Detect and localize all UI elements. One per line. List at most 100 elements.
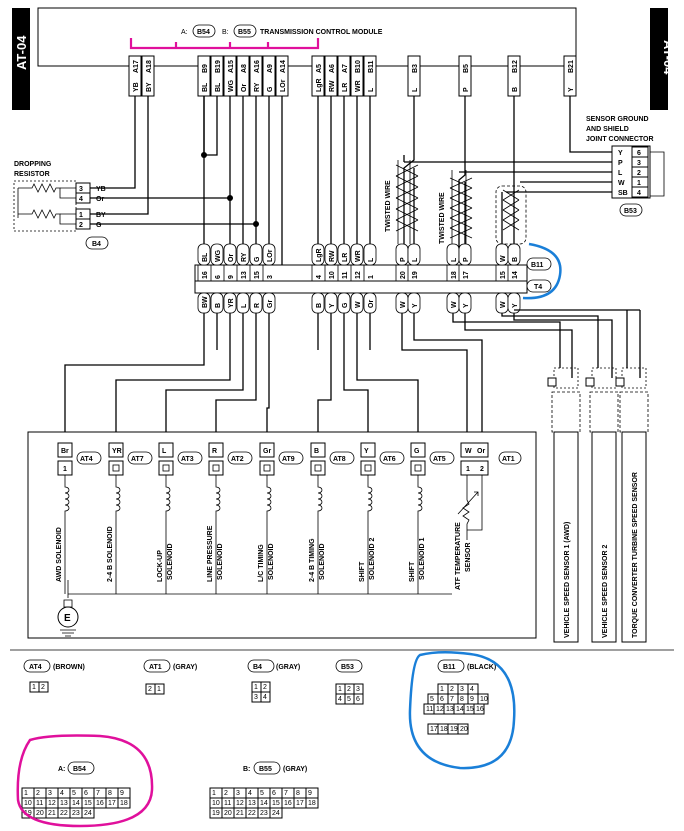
solenoid-pin-marker: [364, 464, 372, 472]
view-b55: B55: [259, 766, 272, 773]
wire-segment: [76, 96, 149, 215]
view-b54-cell-label: 12: [48, 800, 56, 807]
speed-sensor-shield-box: [551, 391, 581, 433]
tcm-pin-color: WR: [355, 80, 362, 92]
svg-text:Or: Or: [477, 448, 485, 455]
view-b54-cell-label: 6: [84, 790, 88, 797]
junction-upper-color-pill: [311, 243, 325, 266]
tcm-pin-a14: A14: [280, 60, 287, 73]
solenoid-connector-pill: [379, 451, 405, 465]
view-b11-cell-label: 12: [436, 706, 444, 713]
solenoid-coil: [115, 475, 121, 594]
junction-upper-pin: 13: [241, 271, 248, 279]
highlight-mark-tcm: [129, 38, 320, 50]
joint-pin-number: 1: [637, 180, 641, 187]
dropping-resistor-label-2: RESISTOR: [14, 171, 50, 178]
solenoid-coil: [367, 475, 373, 594]
tcm-pin-color: YB: [133, 82, 140, 92]
junction-upper-pin: 17: [463, 271, 470, 279]
lower-wires: [64, 309, 641, 443]
junction-lower-color: W: [451, 301, 458, 308]
junction-lower-color: Y: [463, 303, 470, 308]
tcm-pin-color: RW: [329, 80, 336, 92]
view-b55-cell-label: 1: [212, 790, 216, 797]
svg-text:TWISTED WIRE: TWISTED WIRE: [385, 180, 392, 232]
joint-pin-number: 3: [637, 160, 641, 167]
joint-pin-color: W: [618, 180, 625, 187]
svg-text:AT1: AT1: [502, 456, 515, 463]
junction-lower-color: R: [254, 303, 261, 308]
junction-upper-pin: 6: [215, 275, 222, 279]
solenoid-connector-at8: AT8: [333, 456, 346, 463]
junction-lower-color: Or: [368, 300, 375, 308]
view-b11-cell-label: 19: [450, 726, 458, 733]
tcm-pin-b3: B3: [412, 64, 419, 73]
view-b55-cell-label: 18: [308, 800, 316, 807]
joint-pin-color: P: [618, 160, 623, 167]
junction-upper-color-pill: [507, 243, 521, 266]
splice-dot: [253, 221, 259, 227]
solenoid-pin-cell: [108, 460, 124, 476]
view-b54-cell: [117, 797, 131, 809]
solenoid-wire: [64, 313, 205, 443]
tcm-pin-b12: B12: [512, 60, 519, 73]
view-b54-cell-label: 10: [24, 800, 32, 807]
junction-upper-pin: 18: [451, 271, 458, 279]
view-b53-cell-label: 6: [356, 696, 360, 703]
view-b55-cell-label: 13: [248, 800, 256, 807]
transmission-control-module: A: B54 B: B55 TRANSMISSION CONTROL MODUL…: [37, 7, 577, 67]
solenoid-name: 2-4 B TIMING: [309, 538, 316, 582]
view-b54-cell-label: 11: [36, 800, 43, 807]
tcm-pin-color: P: [463, 87, 470, 92]
solenoid-connector-pill: [76, 451, 102, 465]
junction-upper-pin: 11: [342, 271, 349, 279]
joint-label-2: AND SHIELD: [586, 126, 629, 133]
view-b53-cell: [353, 693, 364, 705]
junction-lower-color: Y: [512, 303, 519, 308]
speed-sensor-wire: [452, 313, 561, 368]
junction-lower-color: L: [241, 303, 248, 308]
solenoid-pin-cell: [158, 460, 174, 476]
tcm-pin-row: A17YBA18BYB9BLB19BLA15WGA8OrA16RYA9GA14L…: [128, 55, 577, 97]
solenoid-wire: [317, 313, 332, 443]
junction-upper-color-pill: [350, 243, 364, 266]
junction-upper-color-pill: [458, 243, 472, 266]
view-b53-cell-label: 3: [356, 686, 360, 693]
junction-lower-color-pill: [458, 292, 472, 314]
view-at1: AT1: [149, 664, 162, 671]
solenoid-color-cell: [360, 442, 376, 458]
view-b55-cell-label: 20: [224, 810, 232, 817]
solenoid-coil: [64, 475, 70, 594]
highlight-circle-b54: [16, 734, 154, 828]
view-b55-pill: [253, 761, 281, 775]
junction-upper-color-pill: [223, 243, 237, 266]
view-b11-cell-label: 11: [426, 706, 433, 713]
view-b54-cell-label: 22: [60, 810, 68, 817]
solenoid-name-2: SOLENOID: [217, 543, 224, 580]
junction-upper-color-pill: [262, 243, 276, 266]
view-b54-cell-label: 23: [72, 810, 80, 817]
view-b55-cell-label: 8: [296, 790, 300, 797]
view-b11-cell-label: 2: [450, 686, 454, 693]
tcm-pin-color: LOr: [280, 79, 287, 92]
solenoid-name: SHIFT: [359, 561, 366, 582]
solenoid-connector-pill: [329, 451, 355, 465]
junction-lower-color: Y: [412, 303, 419, 308]
speed-sensor-shield-box: [589, 391, 619, 433]
solenoid-pin-cell: [259, 460, 275, 476]
svg-text:1: 1: [466, 466, 470, 473]
solenoid-wire-color: B: [314, 448, 319, 455]
tcm-pin-a7: A7: [342, 64, 349, 73]
view-at1-cell-label: 1: [157, 686, 161, 693]
junction-upper-color: WG: [215, 249, 222, 262]
solenoid-pin-marker: [314, 464, 322, 472]
view-b53-pill: [335, 659, 363, 673]
view-b54-cell-label: 1: [24, 790, 28, 797]
wire-segment: [569, 96, 612, 153]
solenoid-pin: 1: [63, 466, 67, 473]
solenoid-name-2: SOLENOID: [167, 543, 174, 580]
junction-upper-color-pill: [210, 243, 224, 266]
wire-segment: [403, 96, 415, 255]
solenoid-name-2: SOLENOID 2: [369, 537, 376, 580]
joint-pin-number: 6: [637, 150, 641, 157]
